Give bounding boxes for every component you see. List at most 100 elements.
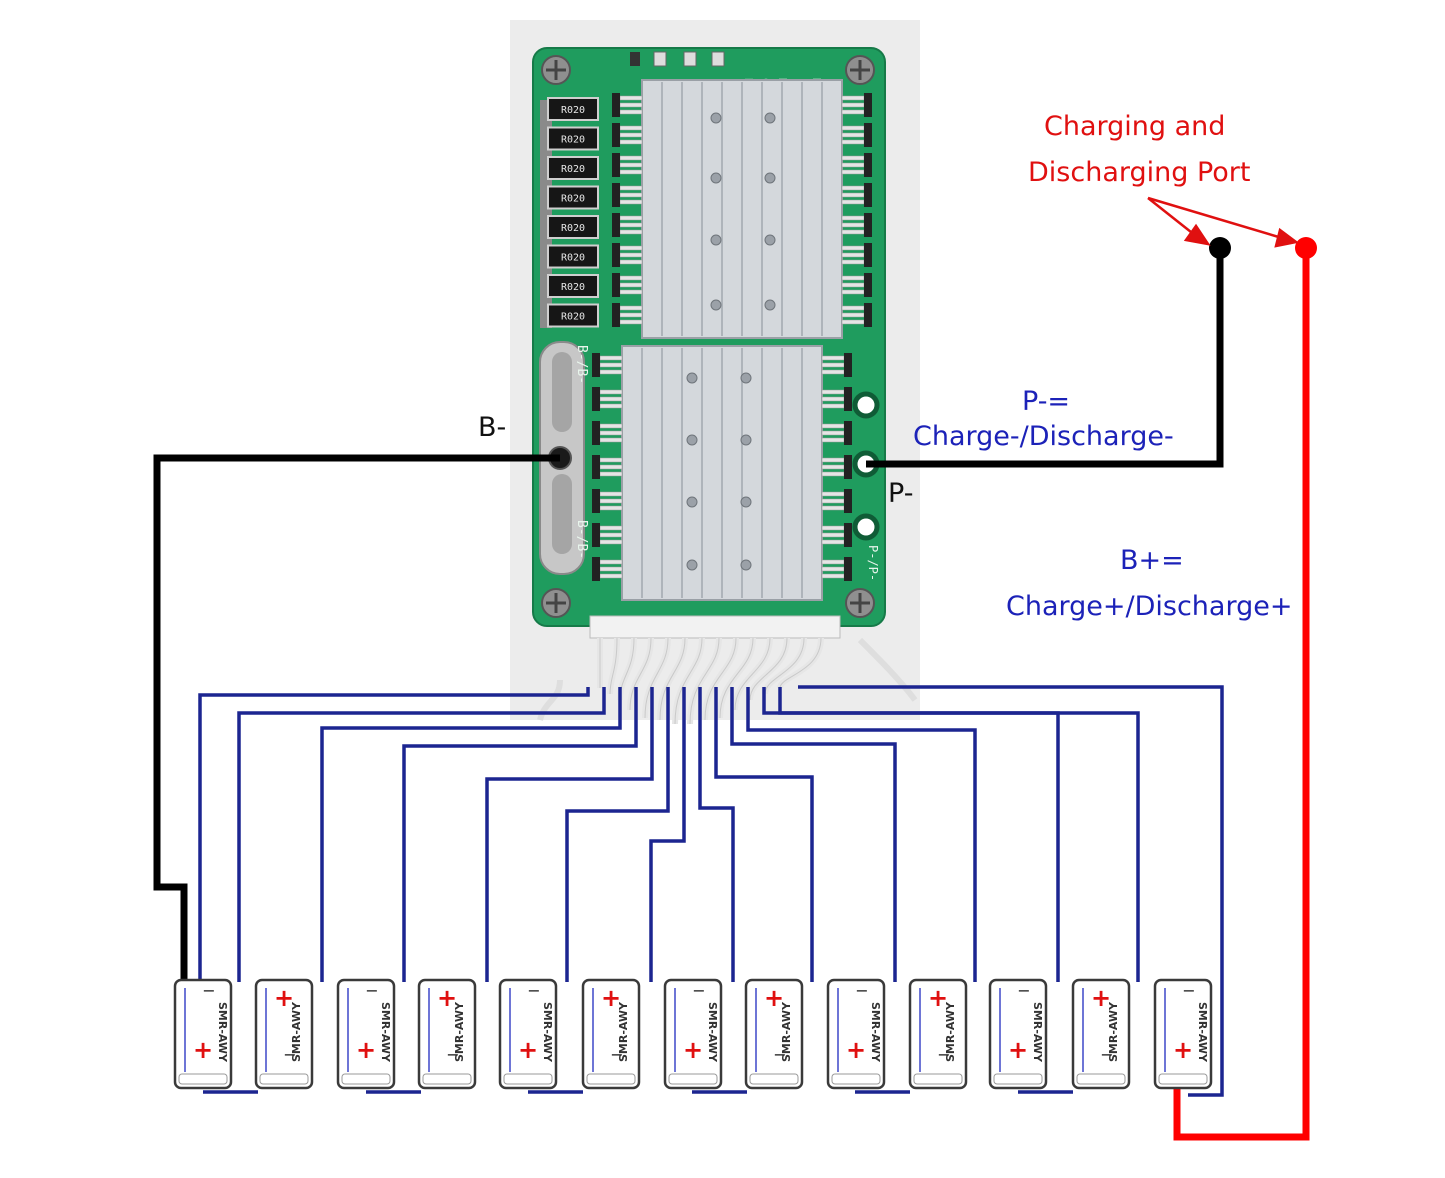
balance-connector bbox=[589, 615, 841, 639]
minus-terminal-icon: − bbox=[527, 981, 540, 1000]
balance-wire bbox=[714, 687, 814, 982]
battery-cell: + −SMR-AWY bbox=[744, 978, 804, 1090]
resistor-marking: R020 bbox=[561, 312, 585, 323]
cell-brand-logo: SMR-AWY bbox=[944, 1001, 957, 1062]
cell-brand-logo: SMR-AWY bbox=[216, 1002, 229, 1063]
pad-label-p-minus: P-/P- bbox=[866, 545, 880, 581]
minus-terminal-icon: − bbox=[1100, 1045, 1113, 1064]
pad-label-b-minus: B-/B- bbox=[574, 345, 589, 384]
port-title-line2: Discharging Port bbox=[1028, 157, 1251, 188]
resistor-marking: R020 bbox=[561, 164, 585, 175]
plus-terminal-icon: + bbox=[193, 1036, 213, 1064]
cell-brand-logo: SMR-AWY bbox=[1196, 1002, 1209, 1063]
battery-cell: + −SMR-AWY bbox=[173, 978, 233, 1090]
balance-wire bbox=[730, 687, 897, 982]
shunt-resistor: R020 bbox=[547, 126, 599, 151]
resistor-marking: R020 bbox=[561, 135, 585, 146]
charge-plus-label: Charge+/Discharge+ bbox=[1006, 591, 1293, 622]
balance-wire bbox=[698, 687, 735, 982]
b-plus-wire bbox=[1173, 250, 1310, 1141]
shunt-resistor: R020 bbox=[547, 156, 599, 180]
b-minus-wire bbox=[153, 454, 560, 990]
minus-terminal-icon: − bbox=[773, 1045, 786, 1064]
minus-terminal-icon: − bbox=[283, 1045, 296, 1064]
cell-brand-logo: SMR-AWY bbox=[617, 1001, 630, 1062]
p-terminal-lower bbox=[852, 513, 880, 541]
lower-heatsink bbox=[621, 345, 823, 601]
minus-terminal-icon: − bbox=[365, 981, 378, 1000]
cell-brand-logo: SMR-AWY bbox=[453, 1001, 466, 1062]
balance-wire bbox=[237, 687, 606, 982]
cell-brand-logo: SMR-AWY bbox=[379, 1002, 392, 1063]
cell-brand-logo: SMR-AWY bbox=[869, 1002, 882, 1063]
plus-terminal-icon: + bbox=[356, 1036, 376, 1064]
minus-terminal-icon: − bbox=[937, 1045, 950, 1064]
minus-terminal-icon: − bbox=[1182, 981, 1195, 1000]
balance-wire bbox=[198, 687, 590, 982]
minus-terminal-icon: − bbox=[1017, 981, 1030, 1000]
battery-cell: +−SMR-AWY bbox=[908, 978, 968, 1090]
screw-icon bbox=[541, 55, 571, 85]
resistor-marking: R020 bbox=[561, 282, 585, 293]
plus-terminal-icon: + bbox=[437, 984, 457, 1012]
battery-pack: +−SMR-AWY+−SMR-AWY+−SMR-AWY+−SMR-AWY+−SM… bbox=[173, 978, 1213, 1090]
balance-wire bbox=[649, 687, 686, 982]
minus-terminal-icon: − bbox=[855, 981, 868, 1000]
battery-cell: + −SMR-AWY bbox=[498, 978, 558, 1090]
p-minus-wire bbox=[866, 250, 1224, 468]
plus-terminal-icon: + bbox=[1008, 1036, 1028, 1064]
p-terminal-upper bbox=[852, 391, 880, 419]
plus-terminal-icon: + bbox=[683, 1036, 703, 1064]
cell-brand-logo: SMR-AWY bbox=[1031, 1002, 1044, 1063]
pad-label-b-minus-lower: B-/B- bbox=[574, 520, 589, 559]
b-minus-label: B- bbox=[478, 412, 507, 443]
balance-lead-fan bbox=[537, 637, 918, 725]
port-pointer-arrows bbox=[1147, 196, 1299, 248]
cell-brand-logo: SMR-AWY bbox=[780, 1001, 793, 1062]
battery-cell: +−SMR-AWY bbox=[663, 978, 723, 1090]
shunt-resistor: R020 bbox=[547, 303, 599, 328]
balance-wire bbox=[485, 687, 654, 982]
resistor-marking: R020 bbox=[561, 105, 585, 116]
plus-terminal-icon: + bbox=[274, 984, 294, 1012]
minus-terminal-icon: − bbox=[446, 1045, 459, 1064]
battery-cell: + −SMR-AWY bbox=[336, 978, 396, 1090]
balance-wire bbox=[402, 687, 638, 982]
charge-minus-label: Charge-/Discharge- bbox=[913, 421, 1174, 452]
shunt-resistor: R020 bbox=[547, 244, 599, 269]
shunt-resistor: R020 bbox=[547, 215, 599, 239]
negative-port-icon bbox=[1209, 237, 1231, 259]
battery-cell: +−SMR-AWY bbox=[581, 978, 641, 1090]
positive-port-icon bbox=[1295, 237, 1317, 259]
cell-brand-logo: SMR-AWY bbox=[1107, 1001, 1120, 1062]
cell-brand-logo: SMR-AWY bbox=[541, 1002, 554, 1063]
plus-terminal-icon: + bbox=[1091, 984, 1111, 1012]
balance-wire bbox=[746, 687, 977, 982]
shunt-resistor: R020 bbox=[547, 97, 599, 121]
minus-terminal-icon: − bbox=[692, 981, 705, 1000]
resistor-marking: R020 bbox=[561, 194, 585, 205]
shunt-resistor: R020 bbox=[547, 185, 599, 210]
balance-wires bbox=[198, 685, 1224, 1097]
screw-icon bbox=[541, 588, 571, 618]
screw-icon bbox=[845, 55, 875, 85]
cell-brand-logo: SMR-AWY bbox=[290, 1001, 303, 1062]
resistor-marking: R020 bbox=[561, 223, 585, 234]
bms-pcb: B- CH D0 P- D0 R020R020R020R020R020R020R… bbox=[532, 47, 886, 639]
screw-icon bbox=[845, 588, 875, 618]
battery-cell: + −SMR-AWY bbox=[417, 978, 477, 1090]
plus-terminal-icon: + bbox=[764, 984, 784, 1012]
battery-cell: +−SMR-AWY bbox=[826, 978, 886, 1090]
resistor-marking: R020 bbox=[561, 253, 585, 264]
battery-cell: + −SMR-AWY bbox=[254, 978, 314, 1090]
plus-terminal-icon: + bbox=[601, 984, 621, 1012]
plus-terminal-icon: + bbox=[518, 1036, 538, 1064]
balance-wire bbox=[565, 687, 670, 982]
b-plus-equation: B+= bbox=[1120, 545, 1184, 576]
port-title-line1: Charging and bbox=[1044, 111, 1226, 142]
upper-heatsink bbox=[641, 79, 843, 339]
minus-terminal-icon: − bbox=[202, 981, 215, 1000]
battery-cell: + −SMR-AWY bbox=[1071, 978, 1131, 1090]
